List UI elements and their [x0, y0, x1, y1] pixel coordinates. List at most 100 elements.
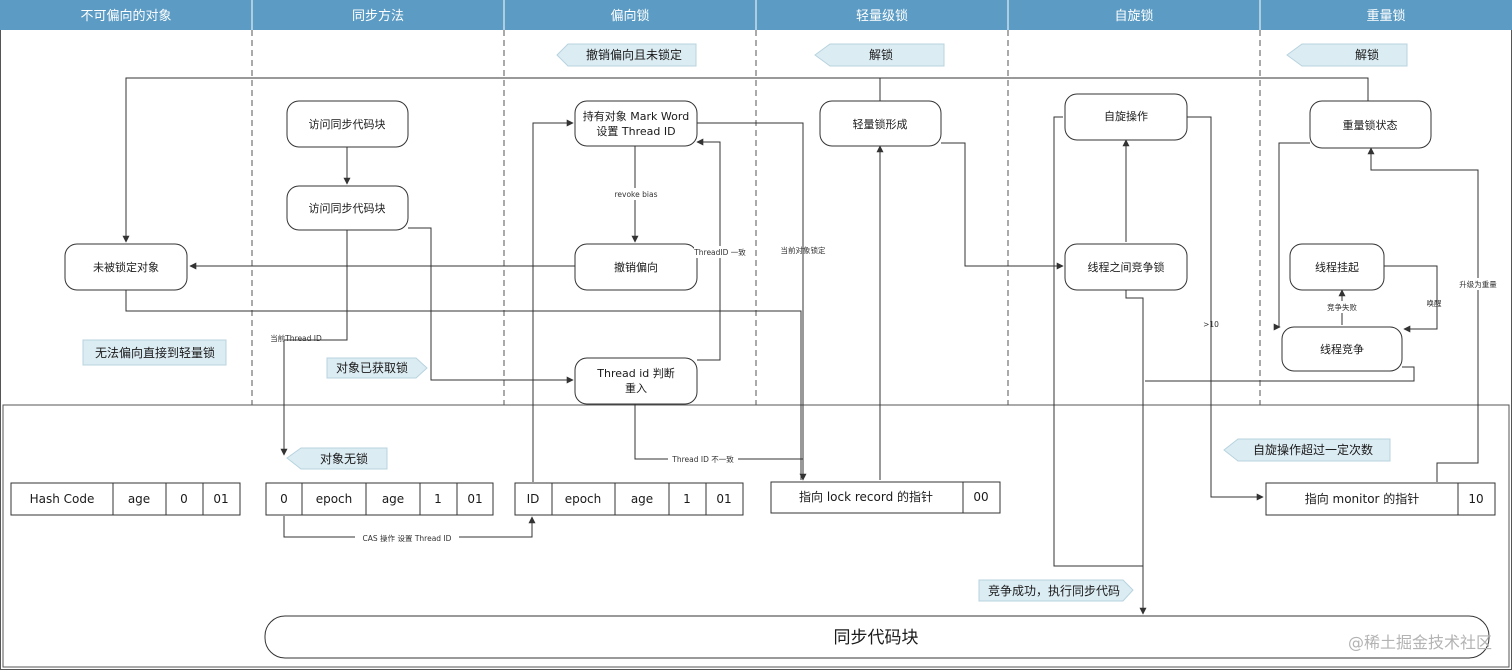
w1-biased-bit: 0 [180, 492, 188, 506]
edge-current-locked [697, 122, 807, 481]
node-unlocked-object [64, 243, 188, 291]
node-thread-race-label: 线程竞争 [1320, 342, 1364, 356]
node-spin-op [1064, 93, 1188, 141]
mark-word-area [2, 404, 1510, 668]
edge-label-race-fail: 竞争失败 [1327, 302, 1357, 312]
note-no-bias-text: 无法偏向直接到轻量锁 [95, 345, 215, 360]
node-access-sync-2-label: 访问同步代码块 [309, 202, 386, 215]
w3-biased-bit: 1 [683, 492, 691, 506]
node-thread-suspend [1289, 243, 1385, 291]
w3-age: age [631, 492, 653, 506]
lane-headers: 不可偏向的对象 同步方法 偏向锁 轻量级锁 自旋锁 重量锁 [0, 0, 1512, 30]
lane-title-lightweight-lock: 轻量级锁 [856, 8, 908, 24]
w2-thread: 0 [280, 492, 288, 506]
note-acquired-text: 对象已获取锁 [336, 360, 408, 375]
note-no-bias [82, 339, 227, 366]
edge-label-wake: 唤醒 [1427, 298, 1443, 308]
node-thread-compete [1064, 243, 1188, 291]
node-hold-mark-word [574, 100, 698, 147]
edge-compete-sync [1125, 290, 1147, 615]
edge-label-tid-match: ThreadID 一致 [693, 247, 746, 257]
edge-label-upgrade: 升级为重量 [1459, 279, 1497, 289]
edge-race-sync [1145, 366, 1415, 382]
node-heavy-state [1309, 100, 1432, 149]
w5-monitor-pointer: 指向 monitor 的指针 [1305, 491, 1420, 506]
mark-word-lightweight [770, 481, 1001, 514]
connectors [122, 77, 1479, 615]
watermark: @稀土掘金技术社区 [1348, 633, 1492, 652]
w2-biased-bit: 1 [434, 492, 442, 506]
note-unlock-heavy [1286, 43, 1408, 67]
note-unlock-heavy-text: 解锁 [1355, 47, 1379, 62]
node-hold-line1: 持有对象 Mark Word [583, 109, 689, 123]
lane-title-heavyweight-lock: 重量锁 [1366, 8, 1405, 24]
node-light-lock-label: 轻量锁形成 [853, 117, 908, 131]
node-spin-op-label: 自旋操作 [1104, 109, 1148, 123]
mark-word-unbiasable [10, 482, 241, 516]
edge-unlocked-lockrecord [125, 290, 802, 480]
edge-wake [1384, 265, 1438, 333]
node-unlocked-object-label: 未被锁定对象 [93, 260, 159, 274]
node-heavy-state-label: 重量锁状态 [1343, 118, 1398, 132]
edge-spin-monitor [1187, 116, 1264, 501]
w1-hash-code: Hash Code [30, 492, 95, 506]
node-thread-id-check [574, 357, 698, 405]
edge-label-current-locked: 当前对象锁定 [781, 245, 826, 255]
edge-light-compete [941, 142, 1064, 270]
edge-label-tid-mismatch: Thread ID 不一致 [671, 454, 734, 464]
w5-lock-bits: 10 [1468, 492, 1483, 506]
edge-access2-tid [408, 227, 574, 384]
note-no-lock-text: 对象无锁 [320, 451, 368, 466]
w4-lock-bits: 00 [973, 490, 988, 504]
note-acquired [326, 357, 428, 379]
edge-current-tid [280, 230, 348, 456]
edge-heavy-race [1273, 142, 1310, 331]
w2-age: age [382, 492, 404, 506]
node-access-sync-1 [286, 100, 409, 148]
sync-code-block-label: 同步代码块 [834, 628, 919, 648]
w3-lock-bits: 01 [716, 492, 731, 506]
mark-word-biased [514, 482, 744, 516]
note-success-text: 竞争成功，执行同步代码 [988, 584, 1120, 598]
w2-lock-bits: 01 [467, 492, 482, 506]
note-spin-exceed [1223, 438, 1391, 462]
node-tid-line1: Thread id 判断 [596, 366, 675, 380]
w3-id: ID [527, 492, 540, 506]
node-thread-compete-label: 线程之间竞争锁 [1088, 260, 1165, 274]
edge-label-cas: CAS 操作 设置 Thread ID [363, 533, 452, 543]
edge-upgrade [1367, 147, 1479, 482]
node-revoke-bias [574, 243, 698, 291]
w1-lock-bits: 01 [213, 492, 228, 506]
node-access-sync-2 [286, 185, 409, 231]
sync-code-block [264, 615, 1490, 659]
note-success [978, 579, 1134, 602]
lane-dividers [251, 30, 1261, 405]
lane-title-biased-lock: 偏向锁 [610, 8, 649, 24]
node-access-sync-1-label: 访问同步代码块 [309, 118, 386, 131]
lane-title-unbiasable: 不可偏向的对象 [80, 8, 171, 24]
note-revoke-unlock-text: 撤销偏向且未锁定 [586, 47, 682, 62]
w3-epoch: epoch [565, 492, 602, 506]
mark-word-heavyweight [1265, 482, 1496, 516]
node-thread-suspend-label: 线程挂起 [1315, 260, 1359, 274]
edge-id-hold [532, 119, 574, 482]
node-tid-line2: 重入 [625, 381, 647, 395]
edge-spin-left [1053, 116, 1143, 567]
note-spin-exceed-text: 自旋操作超过一定次数 [1253, 442, 1373, 457]
edge-tid-mismatch [634, 404, 803, 460]
node-hold-line2: 设置 Thread ID [596, 125, 675, 138]
edge-label-current-tid: 当前Thread ID [270, 333, 322, 343]
lane-title-spin-lock: 自旋锁 [1114, 8, 1153, 24]
node-revoke-bias-label: 撤销偏向 [614, 260, 658, 274]
note-unlock-light [814, 43, 945, 67]
lane-title-sync-method: 同步方法 [352, 8, 404, 24]
edge-label-revoke-bias: revoke bias [615, 190, 658, 199]
note-no-lock [286, 447, 388, 470]
edge-label-gt10: >10 [1203, 320, 1219, 329]
w4-lock-record-pointer: 指向 lock record 的指针 [799, 489, 933, 504]
edge-heavy-unlock [122, 77, 1369, 243]
node-thread-race [1281, 326, 1403, 372]
w2-epoch: epoch [316, 492, 353, 506]
note-revoke-unlock [556, 43, 697, 67]
